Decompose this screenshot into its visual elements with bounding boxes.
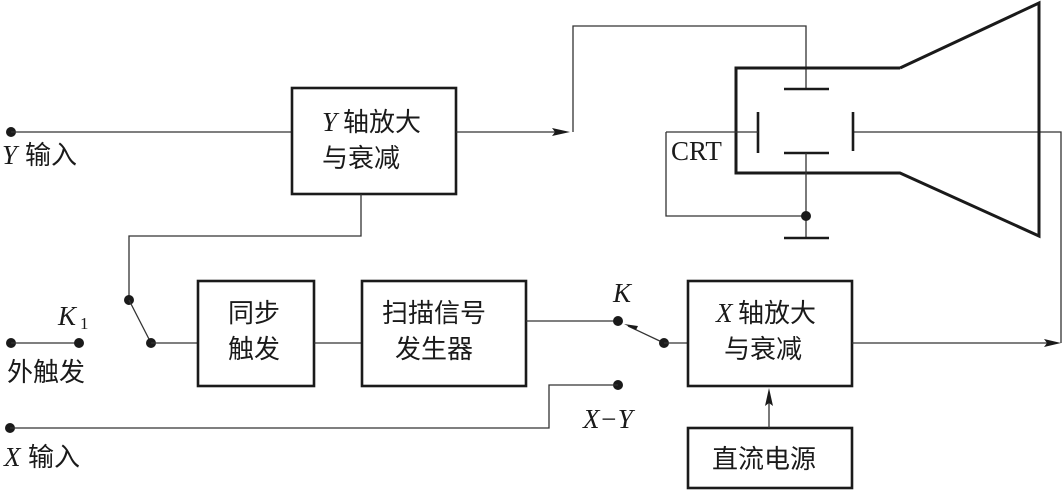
y-amp-line2: 与衰减 [322, 144, 400, 174]
y-input-label: 输入 [25, 141, 77, 171]
y-input-var: Y [2, 140, 20, 170]
y-to-crt-wire [572, 25, 807, 132]
sweep-generator-line2: 发生器 [395, 335, 473, 365]
x-input-wire [10, 384, 618, 429]
x-amp-block [686, 279, 854, 388]
ext-trigger-label: 外触发 [7, 358, 85, 388]
x-amp-var: X [715, 298, 734, 328]
k1-subscript: 1 [80, 314, 89, 333]
dc-supply-block [686, 426, 854, 490]
k-label: K [612, 278, 633, 308]
y-amp-line1: 轴放大 [343, 108, 421, 138]
crt-label: CRT [671, 136, 722, 166]
k-switch-arrow [624, 324, 638, 330]
k-sweep-contact [613, 316, 623, 326]
y-trigger-wire [128, 194, 362, 299]
x-amp-line1: 轴放大 [738, 299, 816, 329]
sync-trigger-line1: 同步 [228, 299, 280, 329]
sync-trigger-line2: 触发 [228, 335, 280, 365]
crt-ground-loop [665, 132, 806, 217]
x-to-crt-wire [852, 131, 1062, 343]
sweep-generator-block [360, 279, 528, 388]
crt-tube-outline [734, 0, 1041, 239]
x-input-label: 输入 [28, 443, 80, 473]
xy-label: X−Y [582, 404, 636, 434]
y-amp-block [290, 86, 458, 196]
dc-supply-label: 直流电源 [712, 445, 816, 475]
y-amp-var: Y [322, 107, 340, 137]
y-amp-output-arrow [552, 128, 570, 136]
crt-ground-node [801, 211, 811, 221]
ext-trigger-contact [74, 338, 84, 348]
x-input-var: X [3, 442, 22, 472]
k1-label: K [57, 301, 78, 331]
sweep-generator-line1: 扫描信号 [382, 299, 486, 329]
dc-to-x-amp-arrow [765, 388, 773, 406]
sync-trigger-block [196, 279, 316, 388]
k1-switch-blade [128, 299, 152, 344]
x-amp-output-arrow [1044, 339, 1061, 347]
x-amp-line2: 与衰减 [724, 335, 802, 365]
